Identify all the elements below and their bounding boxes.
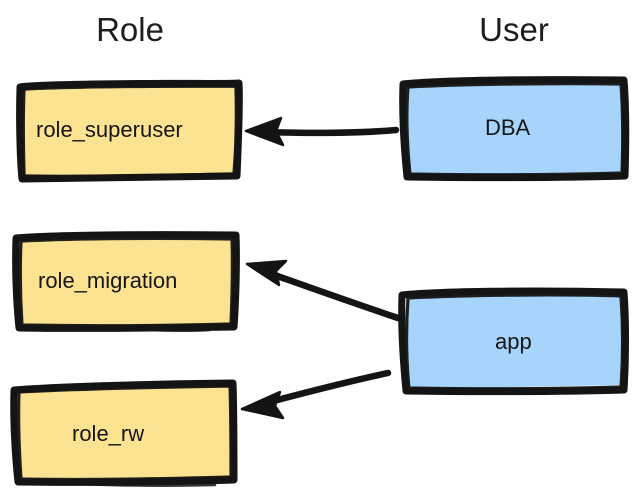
node-role-rw-outline-jitter <box>17 384 233 481</box>
node-app-fill <box>407 293 623 389</box>
node-role-superuser[interactable] <box>16 79 243 183</box>
node-role-migration-bottom-accent <box>148 328 212 332</box>
edge-app-migration-arrowhead <box>245 259 288 287</box>
edge-app-rw-line <box>258 369 392 408</box>
edge-dba-superuser-arrowhead <box>244 116 285 147</box>
node-role-migration[interactable] <box>12 231 240 332</box>
node-role-rw-bottom-accent <box>78 482 217 487</box>
node-app[interactable] <box>398 287 629 396</box>
edge-app-rw <box>240 369 392 420</box>
edge-app-migration-line <box>262 268 402 322</box>
node-app-outline-jitter <box>405 293 625 391</box>
node-dba-fill <box>407 82 623 175</box>
node-label-app: app <box>495 329 532 354</box>
node-role-rw-fill <box>18 385 232 480</box>
column-header-role: Role <box>96 11 164 48</box>
node-role-superuser-fill <box>21 84 238 178</box>
edge-app-rw-arrowhead <box>240 390 285 420</box>
node-role-superuser-outline <box>16 79 243 183</box>
node-label-role-migration: role_migration <box>38 268 178 293</box>
node-role-migration-fill <box>19 236 234 327</box>
edge-app-migration <box>245 259 402 322</box>
edge-dba-superuser-line <box>254 126 400 137</box>
node-dba-outline-jitter <box>405 82 625 177</box>
edge-dba-superuser <box>244 116 400 147</box>
node-role-rw-outline <box>10 379 238 486</box>
node-dba[interactable] <box>399 76 630 182</box>
node-label-dba: DBA <box>485 115 531 140</box>
node-role-superuser-outline-jitter <box>21 84 239 179</box>
node-app-outline <box>398 287 629 396</box>
node-role-rw[interactable] <box>10 379 238 487</box>
node-role-migration-outline-jitter <box>18 236 235 328</box>
node-label-role-superuser: role_superuser <box>36 117 183 142</box>
node-dba-outline <box>399 76 630 182</box>
node-role-migration-outline <box>12 231 240 332</box>
node-label-role-rw: role_rw <box>72 421 145 446</box>
column-header-user: User <box>479 11 549 48</box>
